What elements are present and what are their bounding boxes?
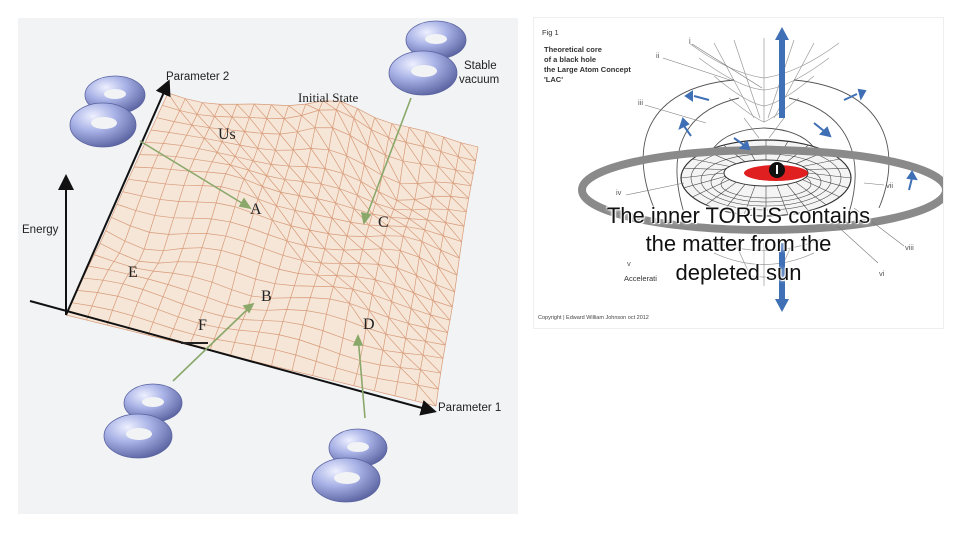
mesh-line (77, 289, 441, 374)
parameter-2-label: Parameter 2 (166, 71, 230, 83)
torus-longitude (683, 167, 726, 170)
roman-label-iii: iii (638, 98, 643, 107)
mesh-diagonal (253, 103, 448, 333)
lower-wireframe (703, 237, 825, 286)
point-label-d: D (363, 316, 375, 333)
torus-longitude (786, 184, 809, 212)
point-label-c: C (378, 214, 389, 231)
arrow-head-A (238, 197, 252, 210)
mesh-diagonal (167, 92, 437, 407)
arrow-to-D (357, 335, 366, 419)
point-label-b: B (261, 288, 272, 305)
mesh-line (71, 302, 439, 390)
mesh-diagonal (305, 103, 455, 293)
torus-pair-top-right (388, 20, 467, 96)
roman-label-vi: vi (879, 269, 885, 278)
outer-grey-ring (578, 146, 943, 234)
torus-longitude (705, 181, 737, 206)
point-label-f: F (198, 317, 207, 334)
mesh-diagonal (202, 102, 441, 374)
upper-funnel-wireframe (688, 38, 840, 139)
torus-longitude (802, 158, 840, 167)
roman-label-i: i (689, 36, 691, 45)
energy-axis-label: Energy (22, 224, 59, 236)
mesh-diagonal (339, 101, 460, 259)
leader-lines (625, 43, 905, 264)
center-mark (776, 165, 778, 174)
arrow-to-C (363, 97, 412, 224)
torus-longitude (692, 158, 730, 167)
initial-state-label: Initial State (298, 90, 359, 105)
torus-pair-top-left (69, 75, 146, 148)
torus-longitude (692, 179, 730, 198)
roman-label-ii: ii (656, 51, 660, 60)
torus-pair-bottom-left (103, 383, 183, 459)
caption-line-4: 'LAC' (544, 75, 563, 84)
field-lines (642, 79, 890, 214)
torus-longitude (806, 176, 849, 189)
mesh-diagonal (288, 105, 453, 308)
mesh-diagonal (184, 98, 439, 390)
torus-longitude (743, 185, 756, 215)
roman-label-viii: viii (905, 243, 914, 252)
torus-longitude (723, 184, 746, 212)
caption-line-1: Theoretical core (544, 45, 602, 54)
landscape-canvas (29, 20, 479, 503)
mesh-diagonal (391, 123, 467, 213)
overlay-caption-line-3: depleted sun (675, 260, 802, 285)
mesh-diagonal (374, 117, 465, 227)
torus-longitude (806, 167, 849, 170)
parameter-1-label: Parameter 1 (438, 402, 502, 414)
roman-label-v: v (627, 259, 631, 268)
mesh-diagonal (443, 136, 474, 174)
arrow-to-A (139, 140, 251, 209)
energy-landscape-diagram: Energy Parameter 2 Parameter 1 Initial S… (18, 18, 518, 514)
energy-surface-mesh (65, 92, 479, 407)
torus-longitude (680, 172, 725, 179)
point-label-us: Us (218, 126, 236, 143)
black-hole-torus-diagram: Fig 1 Theoretical core of a black hole t… (533, 17, 944, 329)
arrow-head-C (360, 211, 372, 225)
torus-pair-bottom-right (311, 428, 388, 503)
fig-label: Fig 1 (542, 28, 559, 37)
mesh-diagonal (460, 142, 476, 162)
roman-label-vii: vii (886, 181, 894, 190)
arrow-to-B (172, 303, 254, 382)
torus-longitude (776, 185, 789, 215)
flow-arrows (678, 88, 918, 191)
parameter-1-axis (29, 300, 437, 416)
mesh-diagonal (236, 103, 446, 346)
mesh-diagonal (219, 103, 444, 359)
overlay-caption-line-2: the matter from the (645, 231, 832, 256)
parameter-2-axis (65, 79, 171, 316)
mesh-diagonal (408, 127, 469, 199)
point-label-e: E (128, 264, 138, 281)
jet-up-head (775, 27, 789, 40)
caption-line-3: the Large Atom Concept (544, 65, 631, 74)
roman-label-iv: iv (616, 188, 622, 197)
torus-longitude (795, 181, 827, 206)
arrow-head-B (242, 302, 255, 314)
jet-down-head (775, 299, 789, 312)
point-label-a: A (250, 201, 262, 218)
caption-line-2: of a black hole (544, 55, 597, 64)
torus-canvas (578, 27, 943, 312)
mesh-diagonal (322, 100, 458, 276)
arrow-head-D (352, 334, 364, 346)
stable-vacuum-label-line2: vacuum (459, 74, 500, 86)
stable-vacuum-label-line1: Stable (464, 60, 497, 72)
mesh-diagonal (357, 108, 462, 242)
overlay-caption-line-1: The inner TORUS contains (606, 203, 871, 228)
copyright-text: Copyright | Edward William Johnson oct 2… (538, 315, 649, 321)
mesh-diagonal (271, 104, 451, 321)
acceleration-label-partial: Accelerati (624, 274, 657, 283)
torus-longitude (683, 176, 726, 189)
torus-longitude (807, 172, 852, 179)
mesh-diagonal (426, 131, 472, 187)
torus-longitude (802, 179, 840, 198)
